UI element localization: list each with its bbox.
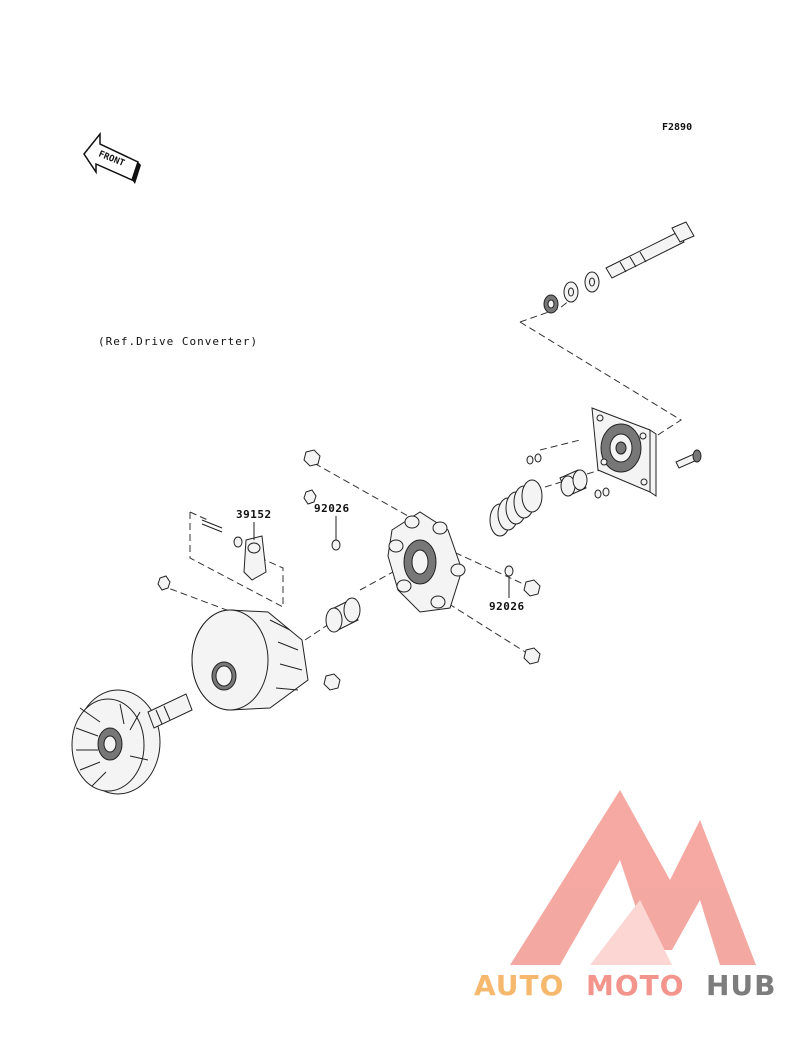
- converter-spring: [489, 479, 543, 537]
- automotohub-logo: AUTO MOTO HUB: [474, 790, 777, 1002]
- svg-text:39152: 39152: [236, 508, 272, 521]
- plate-pins: [526, 453, 610, 499]
- plate-bolt: [675, 449, 702, 469]
- svg-text:92026: 92026: [489, 600, 525, 613]
- reference-note: (Ref.Drive Converter): [98, 335, 258, 348]
- weight-arm-39152: [201, 519, 267, 581]
- converter-bolt: [605, 221, 695, 279]
- bushing-upper: [559, 469, 588, 497]
- converter-cover-plate: [591, 407, 657, 497]
- converter-spider: [387, 511, 466, 613]
- callout-92026-upper: 92026: [314, 502, 350, 540]
- hex-nuts: [157, 449, 541, 691]
- callout-39152: 39152: [236, 508, 272, 540]
- logo-text-hub: HUB: [706, 969, 777, 1002]
- assembly-guide-lines: [159, 299, 682, 656]
- washer-stack: [543, 271, 600, 314]
- svg-text:92026: 92026: [314, 502, 350, 515]
- logo-text-moto: MOTO: [586, 969, 685, 1002]
- fixed-sheave-fan: [71, 689, 193, 795]
- movable-sheave: [191, 609, 309, 711]
- logo-text-auto: AUTO: [474, 969, 564, 1002]
- figure-code: F2890: [662, 122, 692, 133]
- front-arrow-icon: FRONT: [83, 131, 141, 184]
- callout-92026-lower: 92026: [489, 576, 525, 613]
- bushing-lower: [325, 597, 361, 633]
